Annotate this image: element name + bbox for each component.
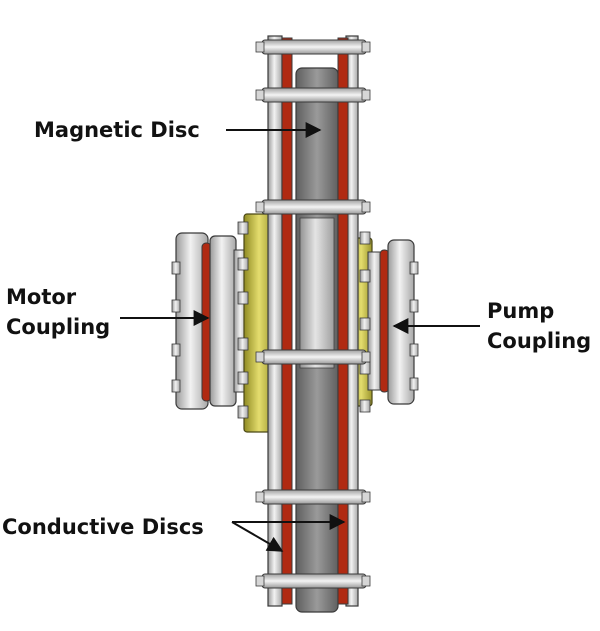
- motor-hub-flange-inner: [209, 235, 237, 407]
- left-conductive-disc: [281, 37, 293, 605]
- leader-arrows: [120, 122, 480, 552]
- motor-coupling-label-line2: Coupling: [6, 315, 111, 339]
- left-steel-plate: [267, 35, 283, 607]
- pump-coupling-label-line1: Pump: [487, 299, 555, 323]
- pump-coupling-label: Pump Coupling: [487, 296, 591, 356]
- motor-coupling-label: Motor Coupling: [6, 282, 110, 342]
- bolt-heads: [255, 41, 371, 587]
- disc-stack: [255, 35, 371, 613]
- right-conductive-disc: [337, 37, 349, 605]
- pump-coupling-assembly: [349, 231, 419, 413]
- magnetic-disc-label: Magnetic Disc: [34, 118, 200, 142]
- motor-coupling-label-line1: Motor: [6, 285, 77, 309]
- motor-hub-bolts: [171, 221, 249, 419]
- pump-hub-bolts: [359, 231, 419, 413]
- motor-coupling-assembly: [171, 213, 275, 433]
- pump-coupling-label-line2: Coupling: [487, 329, 592, 353]
- conductive-discs-arrow-lower: [231, 521, 284, 552]
- conductive-discs-label: Conductive Discs: [2, 515, 204, 539]
- magnetic-disc-hub-band: [299, 217, 335, 369]
